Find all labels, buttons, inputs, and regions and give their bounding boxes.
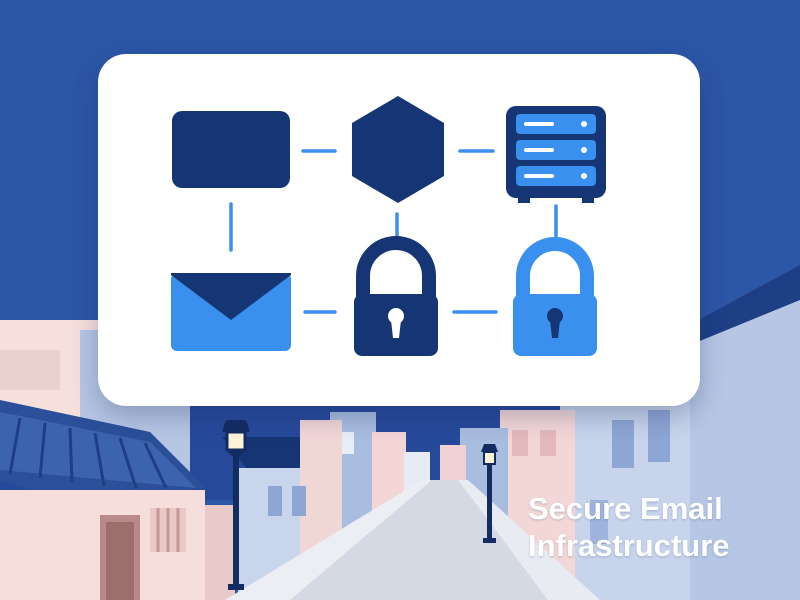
network-diagram: [171, 96, 606, 356]
center-house-window: [292, 486, 306, 516]
caption-line-1: Secure Email: [528, 491, 723, 526]
right-house-pink-window: [540, 430, 556, 456]
left-building-pink-panel: [0, 350, 60, 390]
left-house-window-bars: [156, 508, 180, 552]
sidewalk-right: [458, 480, 600, 600]
hexagon-icon: [352, 96, 444, 203]
street-lamp-right: [481, 444, 498, 543]
right-house-pink-window: [512, 430, 528, 456]
caption-line-2: Infrastructure: [528, 528, 730, 563]
caption: Secure Email Infrastructure: [528, 490, 788, 564]
center-house-window: [268, 486, 282, 516]
monitor-icon: [172, 111, 290, 188]
sidewalk-left: [225, 480, 432, 600]
server-icon: [506, 106, 606, 203]
envelope-icon: [171, 273, 291, 351]
left-house-roof-lines: [8, 417, 168, 489]
diagram-card: [98, 54, 700, 406]
left-house-window: [342, 432, 354, 454]
street-lamp-left: [222, 420, 250, 590]
right-building-roof: [680, 265, 800, 350]
right-building-window: [612, 420, 634, 468]
padlock-icon: [513, 237, 597, 356]
road: [290, 480, 548, 600]
connectors: [229, 149, 558, 314]
left-house-door-inner: [106, 522, 134, 600]
padlock-icon: [354, 236, 438, 356]
right-building-window: [648, 410, 670, 462]
right-building-window: [590, 500, 608, 544]
